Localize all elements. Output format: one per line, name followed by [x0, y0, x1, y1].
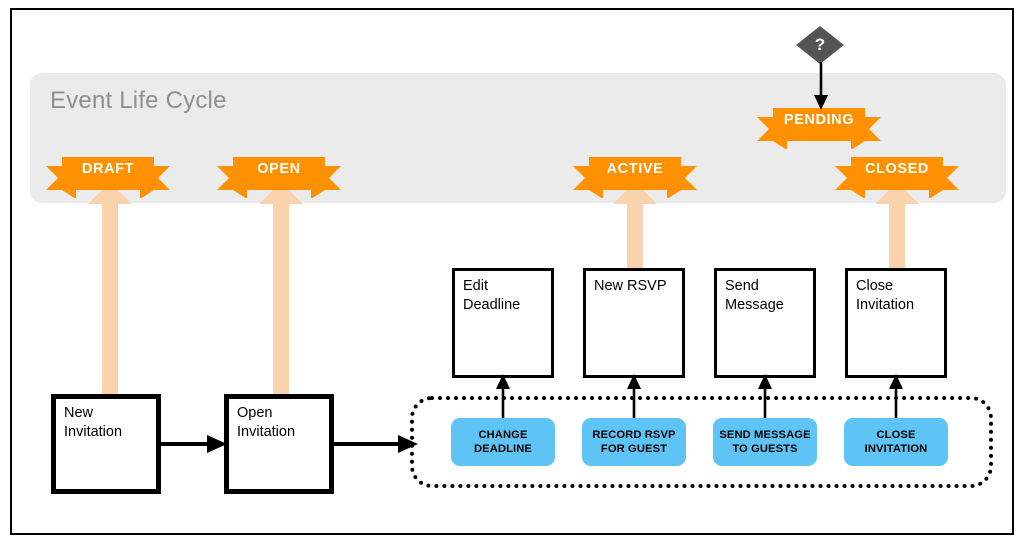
action-box-send-message[interactable]: Send Message [714, 268, 816, 378]
arrow-new-to-open [161, 435, 227, 453]
commands-group-container [410, 396, 993, 488]
question-diamond-icon [796, 26, 844, 64]
page-title: Event Life Cycle [50, 87, 227, 114]
diagram-outer-frame [10, 8, 1014, 535]
command-button-change-deadline[interactable]: CHANGE DEADLINE [451, 418, 555, 466]
invitation-box-label: New Invitation [64, 405, 123, 440]
peach-arrow-active [613, 182, 657, 274]
arrow-close-invitation-to-close-invitation-box [889, 374, 903, 422]
state-ribbon-active[interactable]: ACTIVE [573, 152, 697, 198]
action-box-edit-deadline[interactable]: Edit Deadline [452, 268, 554, 378]
action-box-new-rsvp[interactable]: New RSVP [583, 268, 685, 378]
arrow-record-rsvp-to-new-rsvp [627, 374, 641, 422]
state-ribbon-draft[interactable]: DRAFT [46, 152, 170, 198]
action-box-close-invitation[interactable]: Close Invitation [845, 268, 947, 378]
invitation-box-new[interactable]: New Invitation [51, 394, 161, 494]
action-box-label: Edit Deadline [463, 278, 521, 313]
peach-arrow-draft [88, 182, 132, 400]
state-ribbon-closed[interactable]: CLOSED [835, 152, 959, 198]
peach-arrow-closed [875, 182, 919, 274]
invitation-box-open[interactable]: Open Invitation [224, 394, 334, 494]
action-box-label: Send Message [725, 278, 784, 313]
arrow-open-to-commands [334, 435, 418, 453]
arrow-send-message-to-send-message-box [758, 374, 772, 422]
state-ribbon-open[interactable]: OPEN [217, 152, 341, 198]
arrow-unknown-to-pending [814, 62, 828, 110]
command-button-close-invitation[interactable]: CLOSE INVITATION [844, 418, 948, 466]
peach-arrow-open [259, 182, 303, 400]
action-box-label: Close Invitation [856, 278, 915, 313]
action-box-label: New RSVP [594, 278, 667, 294]
command-button-record-rsvp-for-guest[interactable]: RECORD RSVP FOR GUEST [582, 418, 686, 466]
command-button-send-message-to-guests[interactable]: SEND MESSAGE TO GUESTS [713, 418, 817, 466]
arrow-change-deadline-to-edit-deadline [496, 374, 510, 422]
invitation-box-label: Open Invitation [237, 405, 296, 440]
